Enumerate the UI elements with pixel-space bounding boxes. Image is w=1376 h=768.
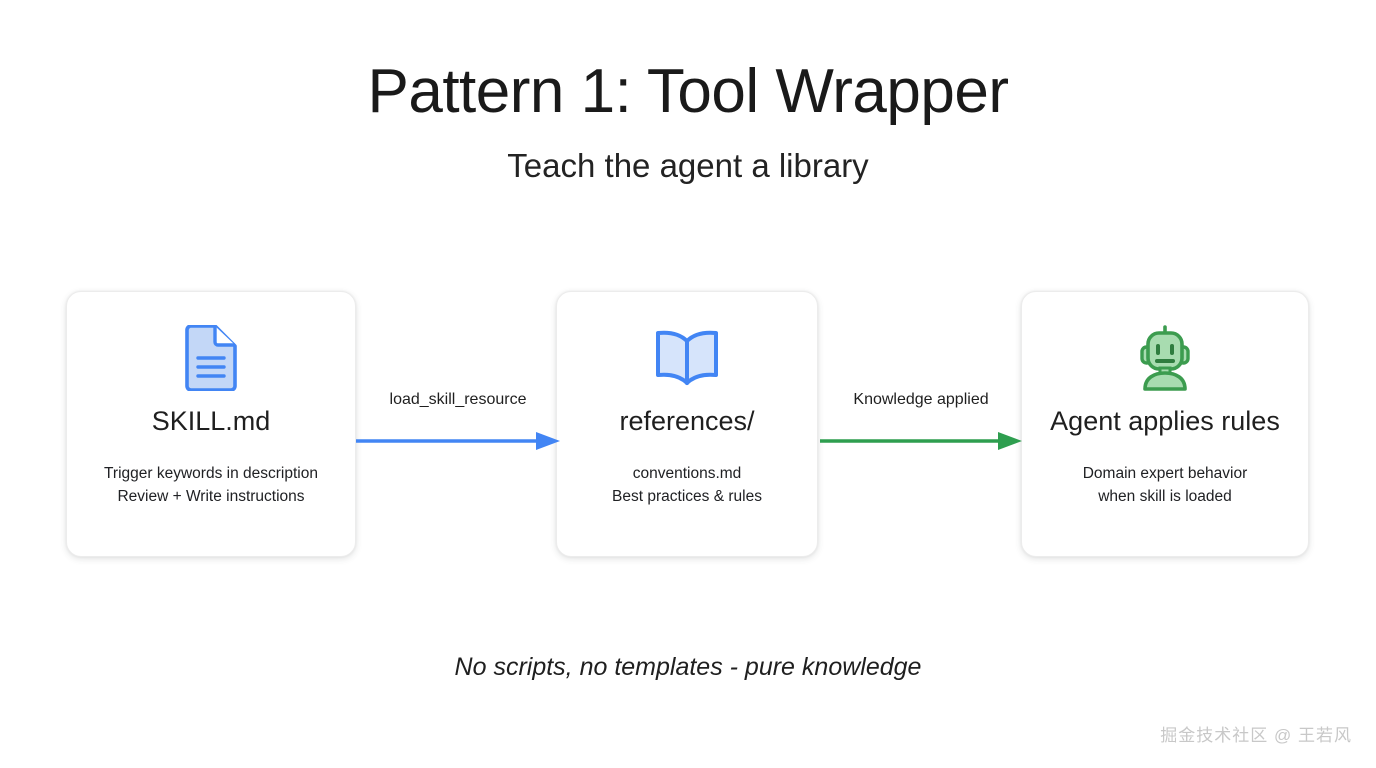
flow-edge-load-skill-resource: load_skill_resource (356, 392, 560, 452)
arrow-right-icon (820, 432, 1022, 450)
flow-edge-label: load_skill_resource (389, 391, 527, 408)
flow-edge-knowledge-applied: Knowledge applied (820, 392, 1022, 452)
slide-header: Pattern 1: Tool Wrapper Teach the agent … (0, 57, 1376, 185)
flow-node-agent[interactable]: Agent applies rules Domain expert behavi… (1021, 291, 1309, 557)
footnote-text: No scripts, no templates - pure knowledg… (454, 653, 922, 681)
flow-node-title: Agent applies rules (1050, 406, 1280, 436)
flow-node-description: conventions.md Best practices & rules (612, 465, 762, 505)
flow-node-title: references/ (619, 406, 755, 436)
flow-node-references[interactable]: references/ conventions.md Best practice… (556, 291, 818, 557)
flow-node-description: Trigger keywords in description Review +… (104, 465, 318, 505)
watermark: 掘金技术社区 @ 王若风 (1160, 726, 1352, 745)
arrow-right-icon (356, 432, 560, 450)
page-subtitle: Teach the agent a library (507, 147, 869, 185)
document-icon (183, 324, 239, 392)
flow-edge-label: Knowledge applied (853, 391, 989, 408)
flow-diagram: SKILL.md Trigger keywords in description… (0, 291, 1376, 561)
flow-node-description: Domain expert behavior when skill is loa… (1082, 465, 1248, 505)
page-title: Pattern 1: Tool Wrapper (367, 57, 1009, 126)
flow-node-skill-md[interactable]: SKILL.md Trigger keywords in description… (66, 291, 356, 557)
flow-node-title: SKILL.md (151, 406, 271, 436)
open-book-icon (651, 324, 723, 392)
robot-icon (1132, 324, 1198, 392)
